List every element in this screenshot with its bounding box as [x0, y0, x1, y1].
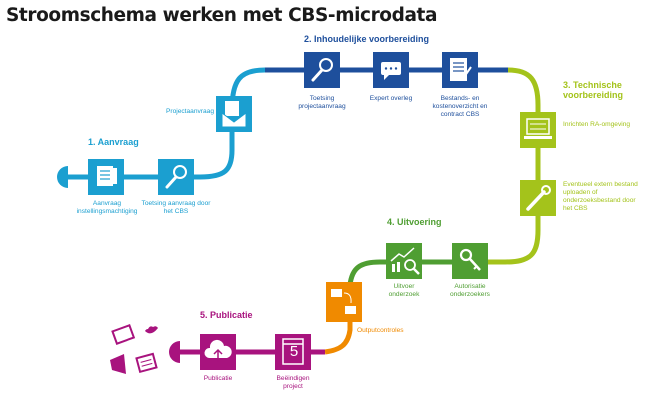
label-toetsing-aanvraag: Toetsing aanvraag door het CBS: [141, 200, 211, 215]
path-technisch: [480, 67, 541, 265]
monitor-icon: [111, 324, 136, 345]
box-autorisatie: [452, 243, 488, 279]
phase-uitvoering: 4. Uitvoering: [387, 217, 442, 227]
twitter-icon: [145, 326, 158, 334]
page-title: Stroomschema werken met CBS-microdata: [6, 5, 438, 26]
box-beeindigen: [275, 334, 311, 370]
label-uploaden: Eventueel extern bestand uploaden of ond…: [563, 181, 638, 212]
end-cap: [169, 341, 180, 363]
phase-publicatie: 5. Publicatie: [200, 310, 253, 320]
path-uitvoering: [347, 259, 480, 286]
label-toetsing-project: Toetsing projectaanvraag: [298, 95, 346, 110]
label-bestands: Bestands- en kostenoverzicht en contract…: [432, 95, 488, 118]
box-uploaden: [520, 180, 556, 216]
label-inrichten: Inrichten RA-omgeving: [563, 121, 631, 128]
label-beeindigen: Beëindigen project: [276, 375, 310, 390]
label-aanvraag-instelling: Aanvraag instellingsmachtiging: [76, 200, 138, 215]
newspaper-icon: [135, 352, 158, 374]
start-cap: [57, 166, 68, 188]
megaphone-icon: [110, 354, 126, 374]
label-autorisatie: Autorisatie onderzoekers: [450, 283, 490, 298]
label-outputcontroles: Outputcontroles: [357, 327, 404, 334]
box-projectaanvraag: [216, 96, 252, 132]
label-projectaanvraag: Projectaanvraag: [165, 108, 214, 115]
box-expert-overleg: [373, 52, 409, 88]
calendar-day: 5: [289, 343, 299, 360]
box-aanvraag-instelling: [88, 159, 124, 195]
box-outputcontroles: [326, 282, 362, 322]
label-uitvoer: Uitvoer onderzoek: [388, 283, 420, 298]
box-bestands: [442, 52, 478, 88]
box-toetsing-aanvraag: [158, 159, 194, 195]
box-inrichten: [520, 112, 556, 148]
label-expert-overleg: Expert overleg: [369, 95, 413, 102]
box-uitvoer: [386, 243, 422, 279]
media-icons: [110, 324, 158, 374]
path-output: [324, 285, 353, 355]
phase-technisch: 3. Technische voorbereiding: [563, 80, 624, 100]
phase-inhoudelijk: 2. Inhoudelijke voorbereiding: [304, 34, 430, 44]
box-publicatie: [200, 334, 236, 370]
box-toetsing-project: [304, 52, 340, 88]
label-publicatie: Publicatie: [203, 375, 233, 382]
phase-aanvraag: 1. Aanvraag: [88, 137, 139, 147]
